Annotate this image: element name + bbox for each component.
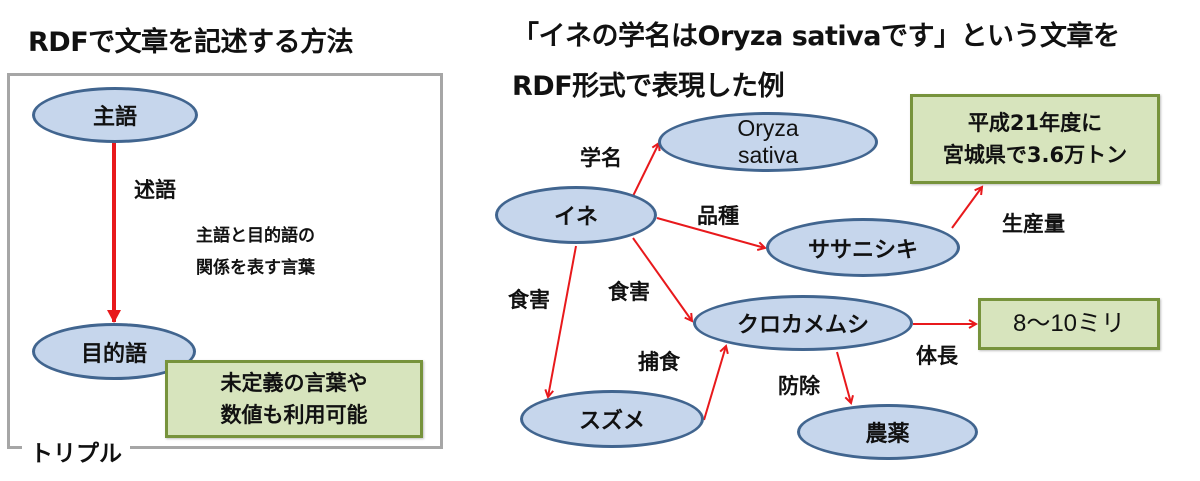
edge-label-scientific-name: 学名 bbox=[580, 146, 622, 170]
predicate-label: 述語 bbox=[134, 178, 176, 202]
predicate-desc-line2: 関係を表す言葉 bbox=[196, 258, 315, 278]
node-oryza-line2: sativa bbox=[737, 142, 799, 168]
edge-damage-suzume bbox=[548, 245, 577, 397]
literal-production-box: 平成21年度に 宮城県で3.6万トン bbox=[910, 94, 1160, 184]
node-ine-label: イネ bbox=[553, 205, 598, 230]
node-sasanishiki-label: ササニシキ bbox=[807, 237, 918, 263]
triple-frame-label: トリプル bbox=[22, 434, 130, 468]
edge-label-damage-1: 食害 bbox=[508, 288, 550, 312]
edge-variety bbox=[656, 217, 765, 248]
edge-label-predation: 捕食 bbox=[638, 350, 680, 374]
literal-production-line2: 宮城県で3.6万トン bbox=[942, 143, 1128, 167]
node-kurokamemushi-label: クロカメムシ bbox=[736, 313, 869, 338]
left-panel-title: RDFで文章を記述する方法 bbox=[28, 27, 354, 58]
right-panel-title-line1: 「イネの学名はOryza sativaです」という文章を bbox=[512, 21, 1120, 52]
node-suzume-label: スズメ bbox=[578, 409, 645, 434]
edge-damage-kurokamemushi bbox=[632, 237, 692, 321]
node-nouyaku-label: 農薬 bbox=[865, 422, 910, 447]
edge-production bbox=[951, 187, 982, 229]
literal-note-line2: 数値も利用可能 bbox=[220, 403, 368, 427]
edge-label-production: 生産量 bbox=[1002, 212, 1065, 236]
subject-node: 主語 bbox=[32, 87, 198, 143]
literal-body-length-box: 8～10ミリ bbox=[978, 298, 1160, 350]
literal-note-line1: 未定義の言葉や bbox=[220, 371, 368, 395]
subject-label: 主語 bbox=[92, 105, 137, 130]
node-suzume: スズメ bbox=[520, 390, 704, 448]
edge-label-variety: 品種 bbox=[697, 204, 739, 228]
object-node: 目的語 bbox=[32, 323, 196, 380]
literal-body-length: 8～10ミリ bbox=[1012, 310, 1126, 337]
predicate-desc-line1: 主語と目的語の bbox=[196, 226, 315, 246]
edge-label-body-length: 体長 bbox=[916, 344, 958, 368]
triple-frame bbox=[7, 73, 443, 449]
right-panel-title-line2: RDF形式で表現した例 bbox=[512, 71, 785, 102]
edge-control bbox=[836, 351, 851, 403]
edge-label-control: 防除 bbox=[778, 374, 820, 398]
edge-predation bbox=[703, 346, 726, 421]
node-oryza-line1: Oryza bbox=[737, 115, 799, 141]
edge-scientific-name bbox=[632, 143, 659, 197]
node-nouyaku: 農薬 bbox=[797, 404, 978, 460]
literal-note-box: 未定義の言葉や 数値も利用可能 bbox=[165, 360, 423, 438]
node-kurokamemushi: クロカメムシ bbox=[693, 295, 913, 351]
node-ine: イネ bbox=[495, 186, 657, 244]
node-sasanishiki: ササニシキ bbox=[766, 218, 960, 277]
object-label: 目的語 bbox=[80, 341, 147, 367]
literal-production-line1: 平成21年度に bbox=[967, 111, 1103, 135]
node-oryza-sativa: Oryza sativa bbox=[658, 112, 878, 172]
edge-label-damage-2: 食害 bbox=[608, 280, 650, 304]
